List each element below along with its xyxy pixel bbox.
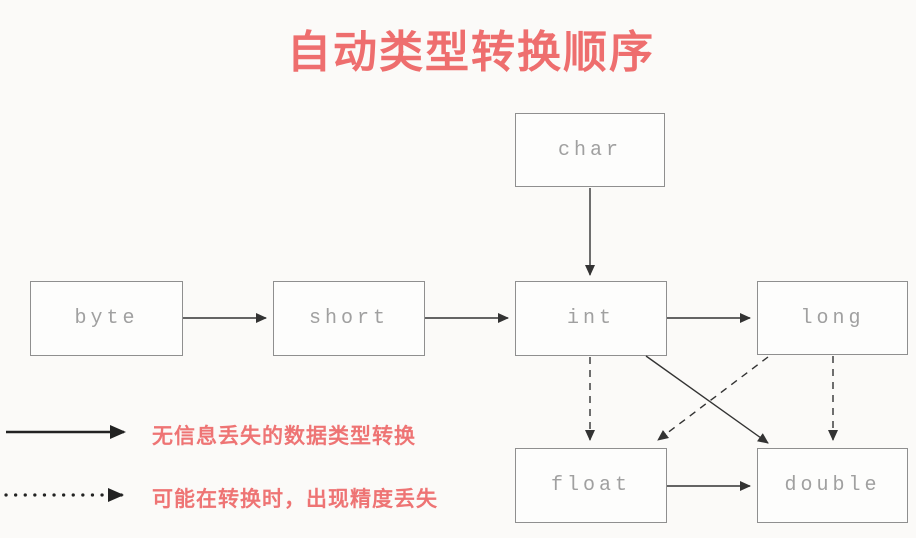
node-long: long [757, 281, 908, 355]
node-int-label: int [566, 307, 615, 330]
node-char: char [515, 113, 665, 187]
node-char-label: char [557, 138, 622, 162]
node-byte-label: byte [74, 307, 139, 330]
node-long-label: long [800, 306, 865, 330]
node-short-label: short [308, 307, 389, 330]
node-short: short [273, 281, 425, 356]
node-int: int [515, 281, 667, 356]
node-float: float [515, 448, 667, 523]
node-double: double [757, 448, 908, 523]
node-double-label: double [784, 474, 881, 497]
diagram-title: 自动类型转换顺序 [287, 28, 655, 77]
node-byte: byte [30, 281, 183, 356]
node-float-label: float [550, 474, 631, 497]
legend-dotted-label: 可能在转换时，出现精度丢失 [152, 488, 438, 511]
legend-solid-label: 无信息丢失的数据类型转换 [152, 425, 416, 448]
arrow-int-to-double [645, 355, 769, 444]
arrow-long-to-float [657, 356, 769, 441]
